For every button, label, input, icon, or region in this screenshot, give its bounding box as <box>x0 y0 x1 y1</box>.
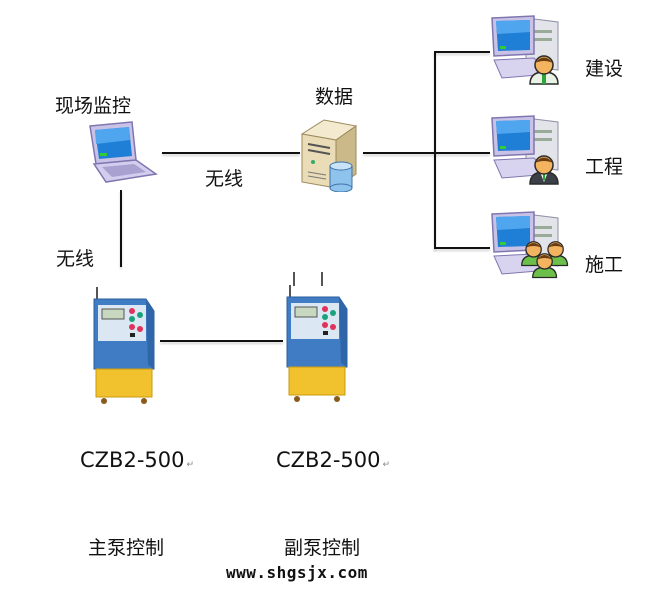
edge-branch-construction <box>434 51 490 53</box>
workstation-user-icon <box>491 15 559 85</box>
return-mark: ↵ <box>186 460 195 470</box>
main-pump-model: CZB2-500↵ <box>80 450 194 471</box>
watermark-url: www.shgsjx.com <box>226 563 368 582</box>
sub-pump-label: 副泵控制 <box>284 537 361 559</box>
edge-monitor-server <box>162 152 300 154</box>
edge-branch-building <box>434 247 490 249</box>
site-monitor-label: 现场监控 <box>55 95 132 117</box>
main-pump-model-text: CZB2-500 <box>80 448 185 472</box>
workstation-group-icon <box>491 211 569 279</box>
edge-server-trunk <box>363 152 490 154</box>
edge-monitor-pump <box>120 190 122 267</box>
edge-label-monitor-pump: 无线 <box>56 248 95 270</box>
server-database-icon <box>300 119 358 192</box>
client-building: 施工 <box>488 210 638 290</box>
edge-label-monitor-server: 无线 <box>205 168 244 190</box>
client-building-label: 施工 <box>585 254 624 276</box>
client-construction-label: 建设 <box>585 58 624 80</box>
client-construction: 建设 <box>488 14 638 94</box>
main-pump-label: 主泵控制 <box>88 537 165 559</box>
sub-pump-model-text: CZB2-500 <box>276 448 381 472</box>
return-mark: ↵ <box>382 460 391 470</box>
data-server-label: 数据 <box>315 86 354 108</box>
laptop-icon <box>89 121 158 183</box>
workstation-user-icon <box>491 115 559 185</box>
main-pump-icon <box>93 286 155 405</box>
sub-pump-model: CZB2-500↵ <box>276 450 390 471</box>
edge-pump-pump <box>160 340 283 342</box>
client-engineering-label: 工程 <box>585 156 624 178</box>
sub-pump-icon <box>286 272 348 403</box>
edge-branch-vertical <box>434 51 436 249</box>
client-engineering: 工程 <box>488 114 638 194</box>
